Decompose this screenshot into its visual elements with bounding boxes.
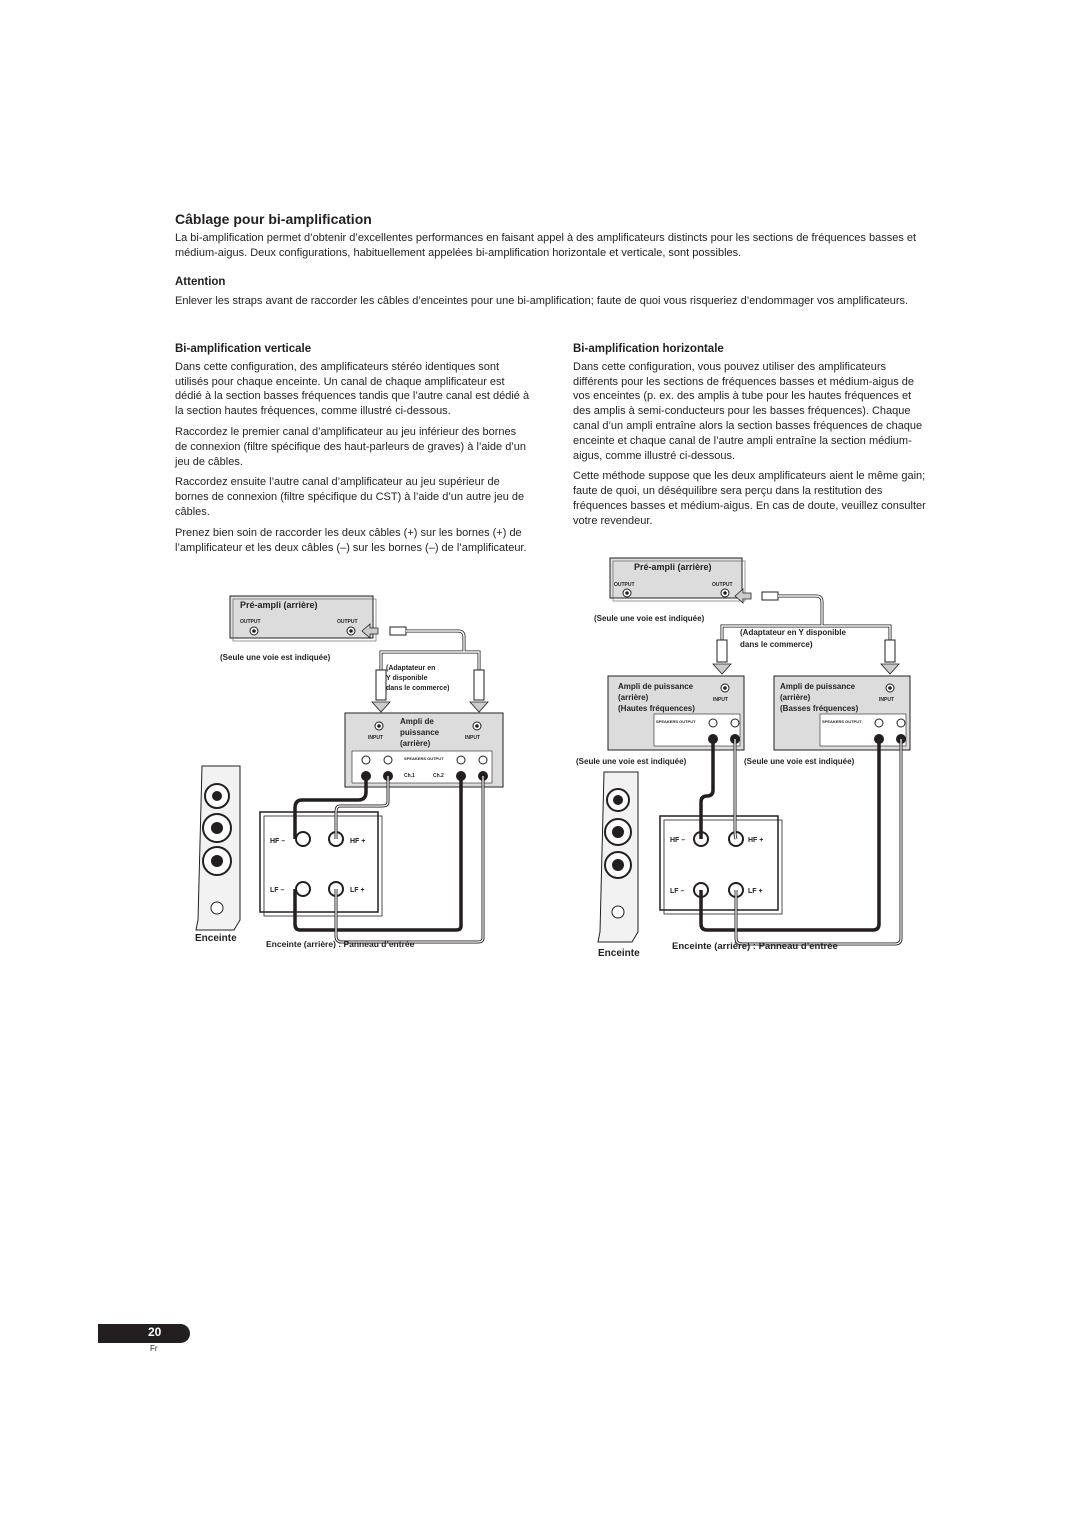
adapter-note: Y disponible <box>386 675 428 682</box>
arrow-icon <box>734 588 752 604</box>
amp-label: (arrière) <box>400 739 431 748</box>
page-number: 20 <box>148 1325 162 1339</box>
lf-plus-label: LF + <box>350 887 365 894</box>
amp-label: Ampli de puissance <box>618 682 694 691</box>
horizontal-heading: Bi-amplification horizontale <box>573 343 724 355</box>
output-label: OUTPUT <box>240 619 261 625</box>
one-channel-note: (Seule une voie est indiquée) <box>594 614 705 623</box>
adapter-note: (Adaptateur en <box>386 665 435 672</box>
amp-label: (arrière) <box>618 693 649 702</box>
hf-plus-label: HF + <box>748 837 763 844</box>
hf-plus-label: HF + <box>350 838 365 845</box>
output-label: OUTPUT <box>614 582 635 588</box>
arrow-icon <box>361 623 379 639</box>
preamp-box: Pré-ampli (arrière) OUTPUT OUTPUT <box>229 595 377 642</box>
rca-plug-icon <box>473 669 485 701</box>
section-title: Câblage pour bi-amplification <box>175 211 372 227</box>
panel-label: Enceinte (arrière) : Panneau d’entrée <box>672 941 838 952</box>
speaker-icon <box>195 765 241 931</box>
attention-text: Enlever les straps avant de raccorder le… <box>175 295 909 307</box>
arrow-icon <box>371 701 391 713</box>
one-channel-note: (Seule une voie est indiquée) <box>220 653 331 662</box>
arrow-icon <box>469 701 489 713</box>
vertical-paragraph: Prenez bien soin de raccorder les deux c… <box>175 526 527 554</box>
adapter-note: (Adaptateur en Y disponible <box>740 628 846 637</box>
preamp-box: Pré-ampli (arrière) OUTPUT OUTPUT <box>609 557 746 602</box>
horizontal-wiring-diagram: Pré-ampli (arrière) OUTPUT OUTPUT (Seule… <box>576 557 911 959</box>
speakers-output-label: SPEAKERS OUTPUT <box>822 719 862 724</box>
lf-plus-label: LF + <box>748 888 763 895</box>
amp-label: Ampli de <box>400 717 434 726</box>
one-channel-note: (Seule une voie est indiquée) <box>576 757 687 766</box>
horizontal-paragraph: Dans cette configuration, vous pouvez ut… <box>573 360 923 462</box>
amp-label: (Basses fréquences) <box>780 704 859 713</box>
vertical-paragraph: Raccordez ensuite l’autre canal d’amplif… <box>175 476 525 518</box>
arrow-icon <box>880 663 900 675</box>
power-amp-hf-box: Ampli de puissance (arrière) (Hautes fré… <box>607 675 745 751</box>
output-label: OUTPUT <box>337 619 358 625</box>
arrow-icon <box>712 663 732 675</box>
one-channel-note: (Seule une voie est indiquée) <box>744 757 855 766</box>
output-label: OUTPUT <box>712 582 733 588</box>
speaker-icon <box>597 771 639 943</box>
input-label: INPUT <box>368 735 383 741</box>
panel-label: Enceinte (arrière) : Panneau d’entrée <box>266 939 415 949</box>
section-intro: La bi-amplification permet d’obtenir d’e… <box>175 232 917 259</box>
power-amp-lf-box: Ampli de puissance (arrière) (Basses fré… <box>773 675 911 751</box>
rca-plug-icon <box>884 639 896 663</box>
hf-minus-label: HF – <box>270 838 285 845</box>
speaker-label: Enceinte <box>598 948 640 959</box>
vertical-column: Bi-amplification verticale Dans cette co… <box>175 342 531 561</box>
rca-plug-icon <box>375 669 387 701</box>
speaker-label: Enceinte <box>195 933 237 944</box>
horizontal-paragraph: Cette méthode suppose que les deux ampli… <box>573 470 926 527</box>
speaker-input-panel: HF – HF + LF – LF + <box>659 815 783 915</box>
adapter-note: dans le commerce) <box>740 640 813 649</box>
input-label: INPUT <box>879 697 894 703</box>
preamp-label: Pré-ampli (arrière) <box>240 600 318 610</box>
preamp-label: Pré-ampli (arrière) <box>634 562 712 572</box>
ch1-label: Ch.1 <box>404 773 415 779</box>
adapter-note: dans le commerce) <box>386 685 449 692</box>
rca-plug-icon <box>389 626 407 636</box>
lf-minus-label: LF – <box>270 887 284 894</box>
attention-heading: Attention <box>175 276 226 288</box>
page-number-badge <box>98 1324 190 1343</box>
vertical-paragraph: Raccordez le premier canal d’amplificate… <box>175 425 526 468</box>
amp-label: Ampli de puissance <box>780 682 856 691</box>
ch2-label: Ch.2 <box>433 773 444 779</box>
speakers-output-label: SPEAKERS OUTPUT <box>656 719 696 724</box>
amp-label: puissance <box>400 728 440 737</box>
amp-label: (Hautes fréquences) <box>618 704 695 713</box>
vertical-wiring-diagram: Pré-ampli (arrière) OUTPUT OUTPUT (Seule… <box>195 595 504 949</box>
input-label: INPUT <box>465 735 480 741</box>
lf-minus-label: LF – <box>670 888 684 895</box>
horizontal-column: Bi-amplification horizontale Dans cette … <box>573 342 931 535</box>
hf-minus-label: HF – <box>670 837 685 844</box>
input-label: INPUT <box>713 697 728 703</box>
rca-plug-icon <box>761 591 779 601</box>
vertical-paragraph: Dans cette configuration, des amplificat… <box>175 360 530 418</box>
amp-label: (arrière) <box>780 693 811 702</box>
speaker-input-panel: HF – HF + LF – LF + <box>259 811 383 917</box>
power-amp-box: INPUT INPUT Ampli de puissance (arrière)… <box>344 712 504 788</box>
language-code: Fr <box>150 1344 158 1353</box>
rca-plug-icon <box>716 639 728 663</box>
vertical-heading: Bi-amplification verticale <box>175 343 312 355</box>
speakers-output-label: SPEAKERS OUTPUT <box>404 756 444 761</box>
